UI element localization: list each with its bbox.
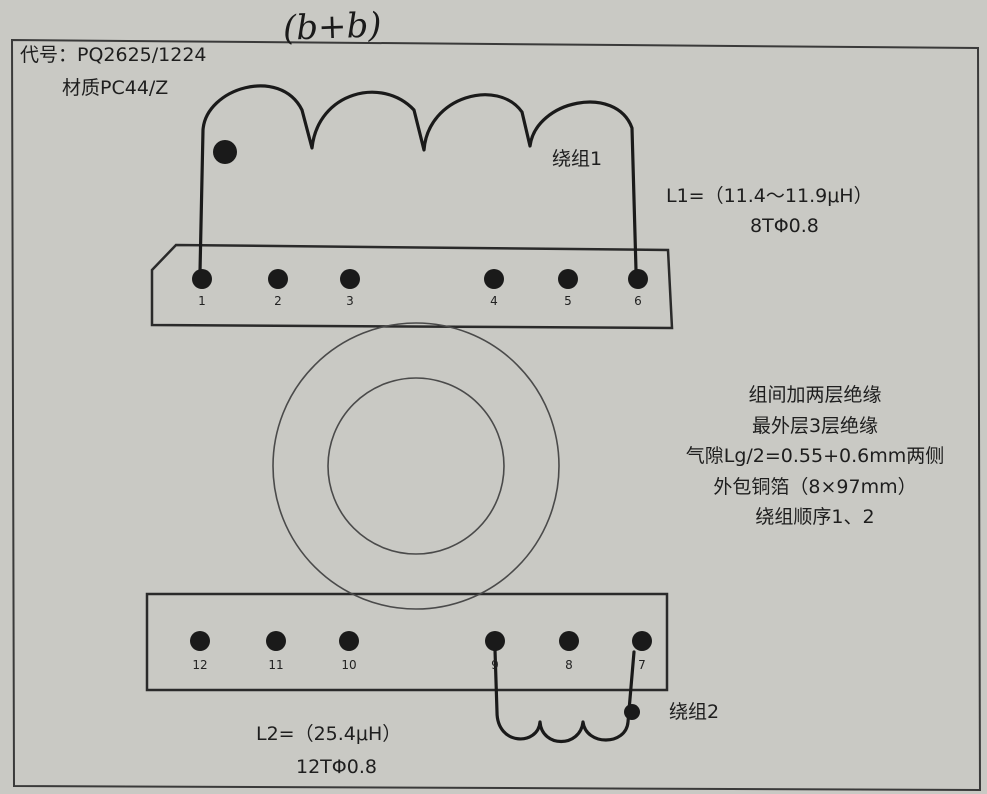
winding2-coil [493,648,636,744]
winding1-spec: 8TΦ0.8 [750,215,819,237]
pin-6-label: 6 [634,294,642,308]
pin-10-dot [339,631,359,651]
pin-4-dot [484,269,504,289]
pin-12-dot [190,631,210,651]
winding1-polarity-dot [213,140,237,164]
pin-3-dot [340,269,360,289]
pin-10-label: 10 [341,658,356,672]
winding1-coil [198,84,638,274]
material-line: 材质PC44/Z [62,77,169,99]
winding2-label: 绕组2 [669,701,720,723]
pin-9-label: 9 [491,658,499,672]
pin-8-dot [559,631,579,651]
pin-7-label: 7 [638,658,646,672]
winding1-label: 绕组1 [552,148,603,170]
bottom-bobbin [145,592,669,692]
handwritten-note: (b+b) [282,5,383,49]
note-line: 最外层3层绝缘 [751,414,879,437]
note-line: 外包铜箔（8×97mm） [713,475,917,498]
notes-block: 组间加两层绝缘 最外层3层绝缘 气隙Lg/2=0.55+0.6mm两侧 外包铜箔… [655,380,975,533]
pin-5-dot [558,269,578,289]
part-code: 代号：PQ2625/1224 [20,44,207,66]
pin-6-dot [628,269,648,289]
pin-11-label: 11 [268,658,283,672]
pin-2-label: 2 [274,294,282,308]
bottom-pins: 12 11 10 9 8 7 [190,631,652,672]
winding2-inductance: L2=（25.4μH） [256,723,402,745]
pin-4-label: 4 [490,294,498,308]
pin-3-label: 3 [346,294,354,308]
pin-9-dot [485,631,505,651]
note-line: 气隙Lg/2=0.55+0.6mm两侧 [685,445,945,467]
top-bobbin [150,243,674,330]
pin-11-dot [266,631,286,651]
pin-2-dot [268,269,288,289]
note-line: 绕组顺序1、2 [755,506,875,528]
pin-5-label: 5 [564,294,572,308]
core-inner-circle [327,377,505,555]
top-pins: 1 2 3 4 5 6 [192,269,648,308]
pin-1-dot [192,269,212,289]
pin-1-label: 1 [198,294,206,308]
pin-7-dot [632,631,652,651]
note-line: 组间加两层绝缘 [748,384,882,406]
pin-12-label: 12 [192,658,207,672]
pin-8-label: 8 [565,658,573,672]
core-outer-circle [272,322,560,610]
frame-border [10,38,982,792]
winding2-polarity-dot [624,704,640,720]
winding1-inductance: L1=（11.4～11.9μH） [666,185,873,207]
winding2-spec: 12TΦ0.8 [296,756,377,778]
